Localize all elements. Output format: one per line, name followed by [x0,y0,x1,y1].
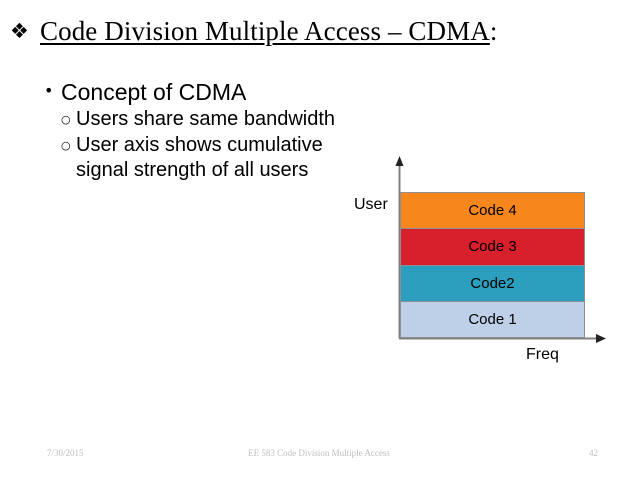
page-title-colon: : [489,15,498,46]
code-band-2: Code2 [400,264,585,301]
list-item: • Concept of CDMA [44,78,364,106]
code-band-3-label: Code 3 [468,238,517,256]
list-item: ○ User axis shows cumulative signal stre… [61,133,364,182]
y-axis-arrow-icon [395,156,404,166]
slide-footer: 7/30/2015 EE 583 Code Division Multiple … [0,448,638,466]
list-item-label: Users share same bandwidth [76,108,336,131]
code-band-1: Code 1 [400,300,585,338]
code-band-stack: Code 4 Code 3 Code2 Code 1 [400,192,585,338]
page-title: Code Division Multiple Access – CDMA: [40,16,497,47]
hollow-circle-bullet-icon: ○ [61,113,71,127]
x-axis-arrow-icon [596,334,606,343]
hollow-circle-bullet-icon: ○ [61,139,71,153]
code-band-2-label: Code2 [470,274,515,292]
chart-axes [395,156,606,343]
y-axis-label: User [354,196,388,213]
list-item: ○ Users share same bandwidth [61,107,364,132]
list-item-label: User axis shows cumulative signal streng… [76,134,323,181]
sub-bullet-list: ○ Users share same bandwidth ○ User axis… [61,107,364,182]
four-diamond-bullet-icon: ❖ [10,18,29,43]
footer-page-number: 42 [589,448,598,458]
bullet-list: • Concept of CDMA ○ Users share same ban… [44,78,364,182]
footer-date: 7/30/2015 [47,448,84,458]
code-band-3: Code 3 [400,228,585,265]
footer-course-title: EE 583 Code Division Multiple Access [248,448,390,458]
slide-title: ❖ Code Division Multiple Access – CDMA: [8,10,608,52]
code-band-1-label: Code 1 [468,310,517,328]
filled-round-bullet-icon: • [44,81,54,100]
page-title-underlined: Code Division Multiple Access – CDMA [40,15,490,46]
list-item-label: Concept of CDMA [61,79,247,105]
code-band-4-label: Code 4 [468,202,517,220]
cdma-band-diagram: Code 4 Code 3 Code2 Code 1 User Freq [340,150,630,380]
x-axis-label: Freq [526,346,559,363]
code-band-4: Code 4 [400,192,585,229]
